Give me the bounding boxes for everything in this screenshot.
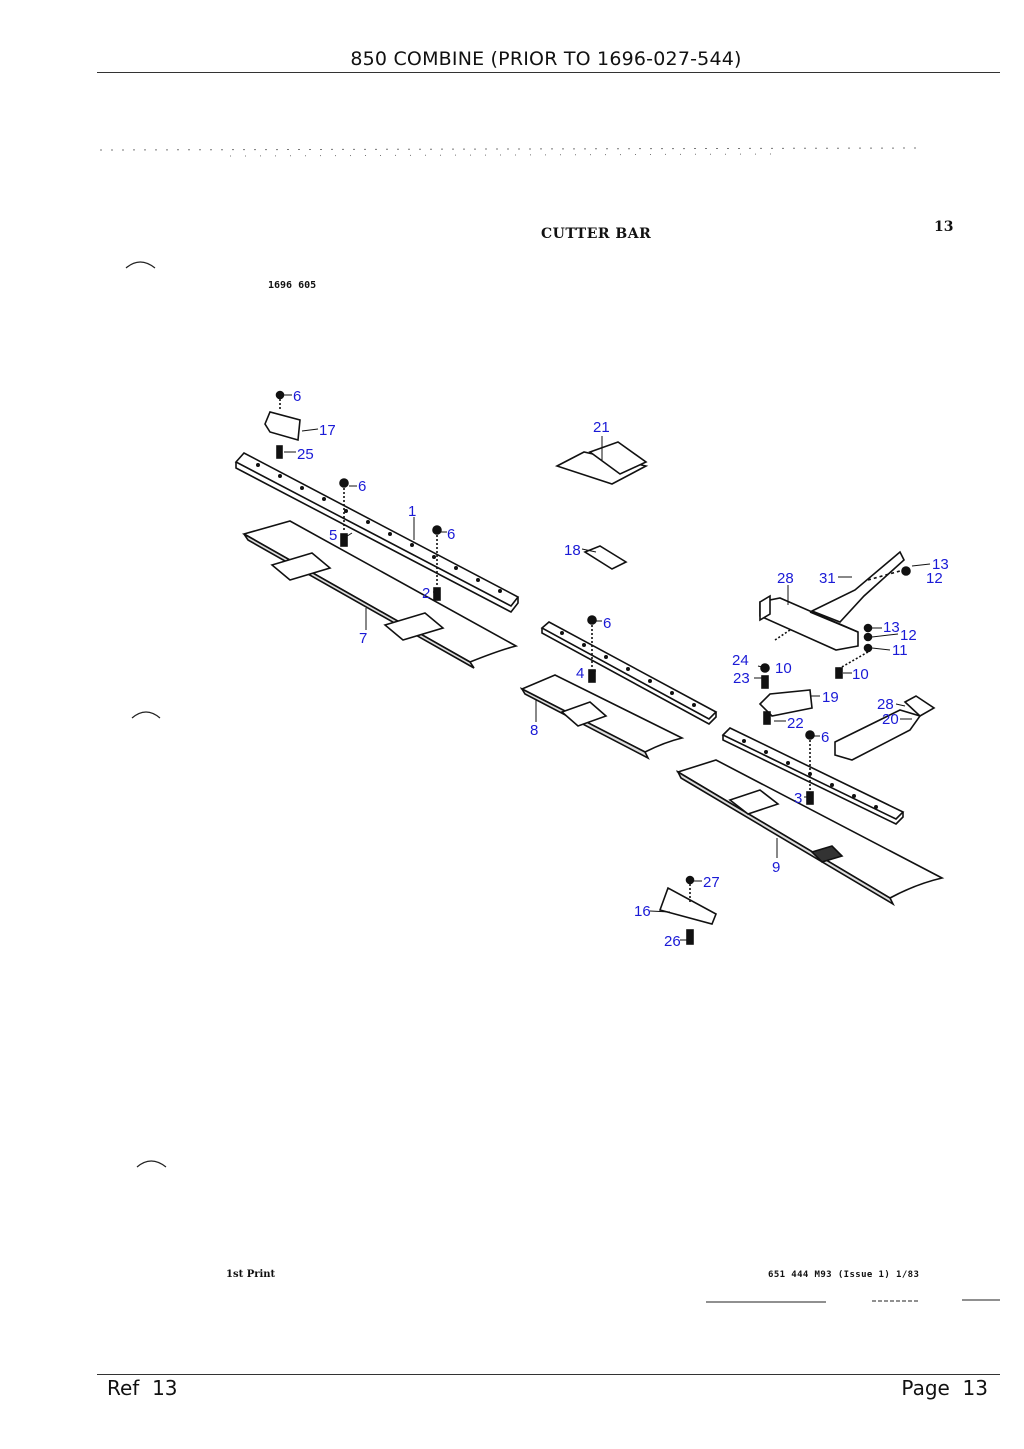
callout-labels: 6 17 25 6 1 6 5 2 7 21 18 6 4 8 28 31 13…	[293, 388, 949, 950]
arm-part-20	[834, 695, 936, 761]
callout-22: 22	[787, 715, 804, 732]
knife-section-part-7	[241, 520, 519, 669]
callout-7: 7	[359, 630, 367, 647]
callout-31: 31	[819, 570, 836, 587]
callout-13: 13	[932, 556, 949, 573]
footer-rule	[97, 1374, 1000, 1375]
footer-ref-value: 13	[152, 1376, 178, 1400]
callout-13: 13	[883, 619, 900, 636]
callout-27: 27	[703, 874, 720, 891]
callout-10: 10	[852, 666, 869, 683]
callout-26: 26	[664, 933, 681, 950]
callout-19: 19	[822, 689, 839, 706]
callout-11: 11	[892, 642, 908, 659]
callout-17: 17	[319, 422, 336, 439]
footer-page-label: Page	[901, 1376, 950, 1400]
callout-8: 8	[530, 722, 538, 739]
knife-section-part-8	[519, 674, 685, 760]
footer-ref: Ref 13	[107, 1376, 178, 1400]
callout-6: 6	[293, 388, 301, 405]
callout-28: 28	[877, 696, 894, 713]
callout-23: 23	[733, 670, 750, 687]
callout-12: 12	[900, 627, 917, 644]
knife-head-part-16	[658, 875, 718, 945]
knife-section-part-9	[676, 759, 945, 907]
bracket-assembly-part-28-31	[759, 550, 911, 679]
callout-12: 12	[926, 570, 943, 587]
publication-reference: 651 444 M93 (Issue 1) 1/83	[768, 1270, 920, 1280]
print-note: 1st Print	[226, 1269, 276, 1280]
callout-28: 28	[777, 570, 794, 587]
callout-3: 3	[794, 790, 802, 807]
callout-18: 18	[564, 542, 581, 559]
callout-20: 20	[882, 711, 899, 728]
callout-24: 24	[732, 652, 749, 669]
header-rule	[97, 72, 1000, 73]
callout-4: 4	[576, 665, 584, 682]
clip-part-18	[583, 545, 628, 570]
knife-back-bar-right	[721, 727, 905, 825]
punch-hole-marks	[125, 261, 167, 1168]
callout-5: 5	[329, 527, 337, 544]
page-header-title: 850 COMBINE (PRIOR TO 1696-027-544)	[350, 48, 742, 70]
callout-6: 6	[603, 615, 611, 632]
callout-21: 21	[593, 419, 610, 436]
knife-back-bar-part-1	[234, 452, 520, 614]
callout-6: 6	[447, 526, 455, 543]
section-title: CUTTER BAR	[541, 226, 652, 242]
callout-10: 10	[775, 660, 792, 677]
callout-25: 25	[297, 446, 314, 463]
callout-16: 16	[634, 903, 651, 920]
callout-2: 2	[422, 585, 430, 602]
drawing-number: 1696 605	[268, 280, 317, 291]
callout-9: 9	[772, 859, 780, 876]
callout-6: 6	[821, 729, 829, 746]
leader-lines	[284, 394, 931, 941]
fasteners-left	[339, 478, 442, 601]
hinge-part-19	[758, 629, 813, 725]
parts-drawing	[234, 390, 945, 945]
footer-page-value: 13	[962, 1376, 988, 1400]
knife-head-part-17	[264, 390, 301, 459]
callout-6: 6	[358, 478, 366, 495]
scan-noise	[99, 147, 921, 157]
callout-1: 1	[408, 503, 416, 520]
scan-rules	[706, 1299, 1000, 1303]
shield-plate-part-21	[554, 441, 649, 485]
knife-back-bar-middle	[540, 615, 718, 725]
footer-page: Page 13	[901, 1376, 988, 1400]
section-number: 13	[934, 219, 954, 235]
footer-ref-label: Ref	[107, 1376, 140, 1400]
